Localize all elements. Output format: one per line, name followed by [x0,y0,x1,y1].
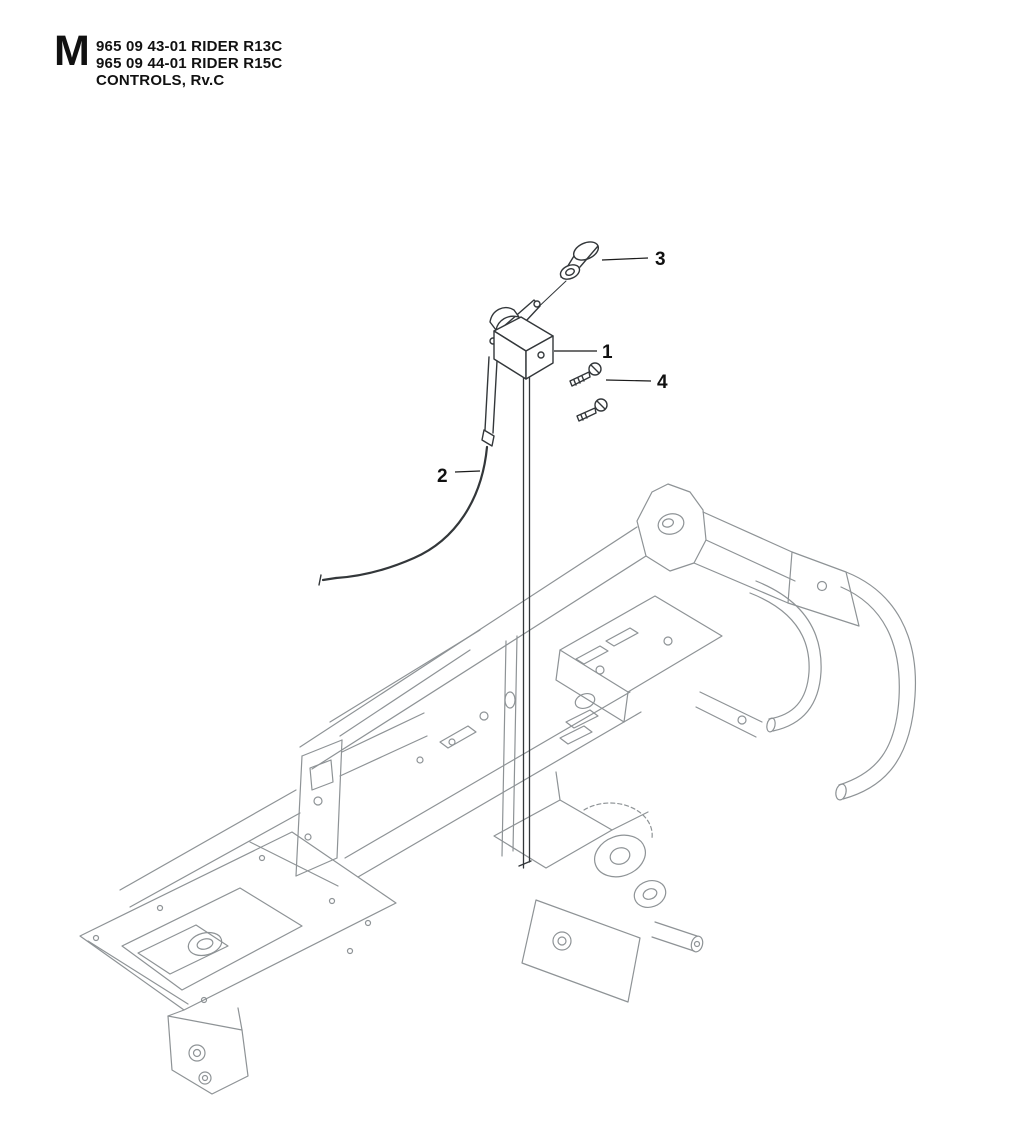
page-header: 965 09 43-01 RIDER R13C 965 09 44-01 RID… [96,38,282,89]
throttle-control-parts [318,241,608,869]
throttle-knob [559,241,600,280]
callout-1: 1 [602,342,613,363]
section-letter: M [54,27,90,75]
throttle-cable [318,445,489,586]
mower-chassis-drawing [79,483,917,1095]
model-number-r15c: 965 09 44-01 RIDER R15C [96,55,283,72]
callout-4: 4 [657,372,668,393]
callout-3: 3 [655,249,666,270]
control-rod [518,362,532,869]
throttle-control-assembly [481,280,567,447]
mounting-screws [569,362,608,422]
callout-2: 2 [437,466,448,487]
callout-leader-lines [454,257,652,473]
diagram-title: CONTROLS, Rv.C [96,72,225,89]
model-number-r13c: 965 09 43-01 RIDER R13C [96,38,283,55]
